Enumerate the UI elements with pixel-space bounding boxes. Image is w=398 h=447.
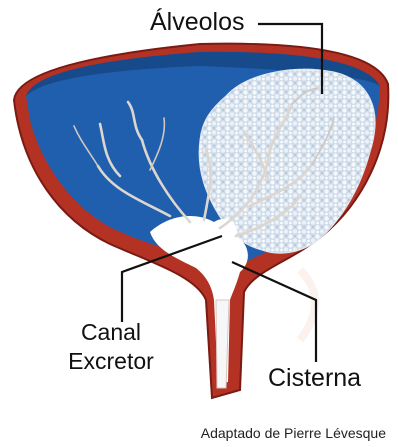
source-credit: Adaptado de Pierre Lévesque (201, 425, 386, 441)
label-alveolos: Álveolos (150, 8, 245, 37)
label-canal-line1: Canal (52, 318, 170, 347)
label-cisterna: Cisterna (268, 364, 361, 393)
label-canal-line2: Excretor (52, 347, 170, 376)
label-canal-excretor: Canal Excretor (52, 318, 170, 376)
